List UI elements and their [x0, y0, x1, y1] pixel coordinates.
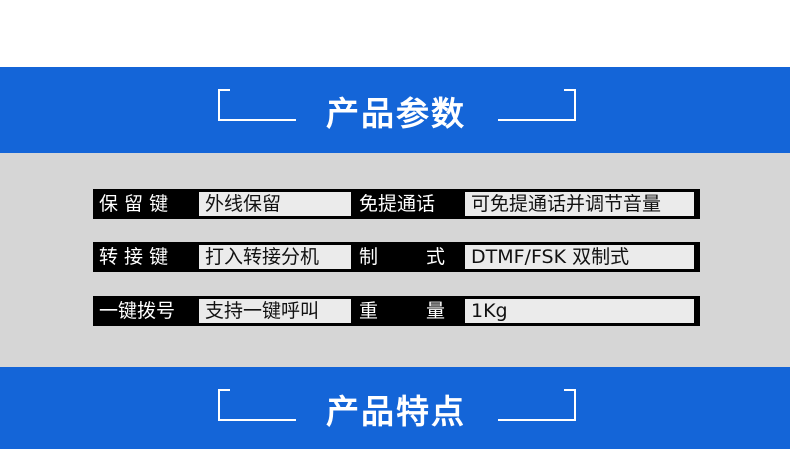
spec-value: 打入转接分机 [199, 245, 351, 269]
section-banner-params: 产品参数 [0, 67, 790, 153]
bracket-left-decoration [218, 389, 296, 421]
spec-label: 转 接 键 [99, 246, 169, 268]
spec-value: 可免提通话并调节音量 [465, 192, 694, 216]
spec-label: 保 留 键 [99, 193, 169, 215]
spec-label: 制 式 [359, 246, 446, 268]
spec-label: 重 量 [359, 300, 446, 322]
spec-row: 保 留 键 外线保留 免提通话 可免提通话并调节音量 [93, 189, 700, 219]
bottom-margin [0, 449, 790, 461]
bracket-right-decoration [498, 389, 576, 421]
section-banner-features: 产品特点 [0, 367, 790, 449]
section-title: 产品参数 [326, 94, 466, 133]
spec-row: 一键拨号 支持一键呼叫 重 量 1Kg [93, 296, 700, 326]
bracket-left-decoration [218, 89, 296, 121]
spec-row: 转 接 键 打入转接分机 制 式 DTMF/FSK 双制式 [93, 242, 700, 272]
spec-value: 外线保留 [199, 192, 351, 216]
spec-value: 1Kg [465, 299, 694, 323]
spec-value: DTMF/FSK 双制式 [465, 245, 694, 269]
top-margin [0, 0, 790, 67]
bracket-right-decoration [498, 89, 576, 121]
section-title: 产品特点 [326, 392, 466, 431]
spec-label: 免提通话 [359, 193, 436, 215]
spec-label: 一键拨号 [99, 300, 176, 322]
spec-value: 支持一键呼叫 [199, 299, 351, 323]
